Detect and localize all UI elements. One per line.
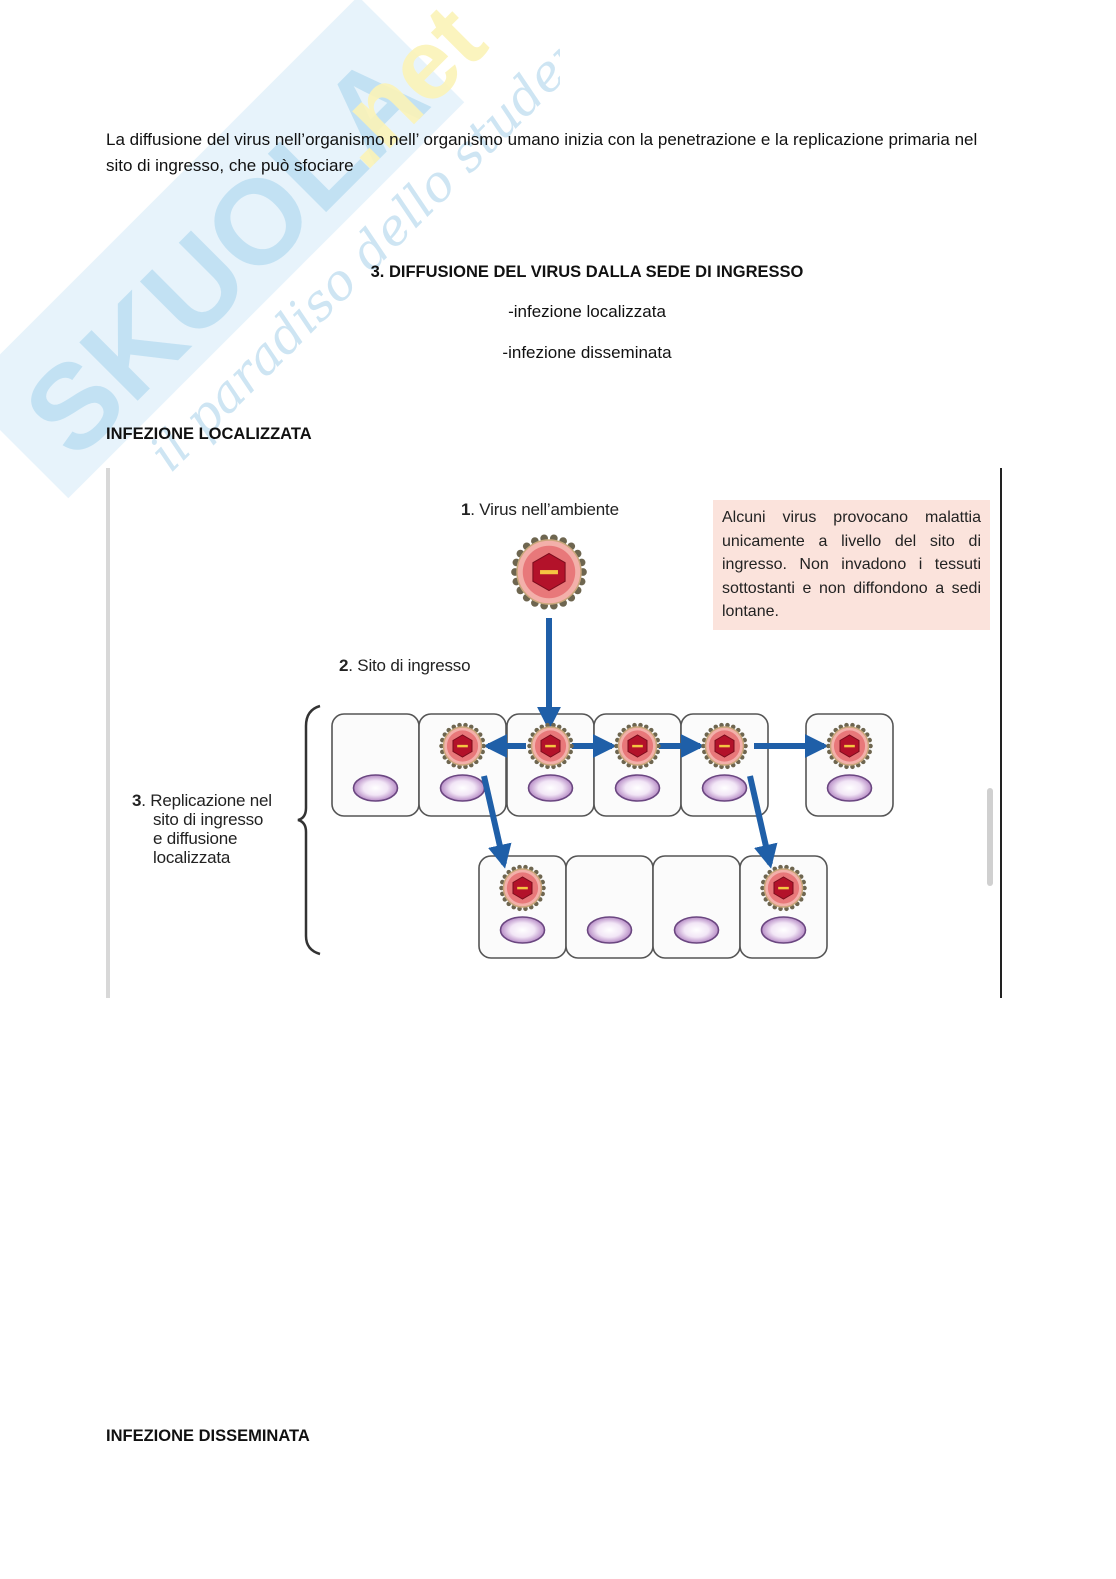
subheading-localized: INFEZIONE LOCALIZZATA (106, 425, 312, 443)
step3-line1: . Replicazione nel (141, 791, 272, 810)
nucleus (499, 916, 546, 944)
nucleus (673, 916, 720, 944)
list-item-localized: -infezione localizzata (508, 302, 666, 321)
intro-paragraph: La diffusione del virus nell’organismo n… (106, 130, 978, 175)
step3-line3: e diffusione (153, 829, 238, 848)
nucleus (701, 774, 748, 802)
step3-number: 3 (132, 791, 142, 810)
step2-number: 2 (339, 656, 349, 675)
nucleus (614, 774, 661, 802)
spread-arrow-down-1 (481, 775, 512, 869)
subheading-disseminated: INFEZIONE DISSEMINATA (106, 1427, 310, 1445)
virus-icon (439, 722, 486, 770)
watermark-band (0, 0, 465, 499)
nucleus (586, 916, 633, 944)
virus-icon (701, 722, 748, 770)
nucleus (826, 774, 873, 802)
figure-right-border (1000, 468, 1002, 998)
virus-icon (499, 864, 546, 912)
cell-bottom-3 (652, 855, 741, 959)
step1-label: 1. Virus nell’ambiente (461, 500, 619, 520)
step3-line2: sito di ingresso (153, 810, 264, 829)
nucleus (527, 774, 574, 802)
figure-scrollbar[interactable] (987, 788, 993, 886)
virus-icon (760, 864, 807, 912)
section-heading: 3. DIFFUSIONE DEL VIRUS DALLA SEDE DI IN… (370, 263, 804, 281)
environment-virus-icon (511, 534, 587, 610)
note-box: Alcuni virus provocano malattia unicamen… (713, 500, 990, 630)
step2-text: . Sito di ingresso (348, 656, 471, 675)
step1-number: 1 (461, 500, 471, 519)
virus-icon (826, 722, 873, 770)
virus-icon (527, 722, 574, 770)
step1-text: . Virus nell’ambiente (470, 500, 619, 519)
figure-diagram (297, 534, 894, 959)
brace (297, 704, 321, 956)
spread-arrow-down-2 (747, 775, 778, 869)
nucleus (352, 774, 399, 802)
figure-left-border (106, 468, 110, 998)
localized-infection-figure: 1. Virus nell’ambiente 2. Sito di ingres… (106, 468, 1002, 998)
list-item-disseminated: -infezione disseminata (502, 343, 672, 362)
cell-top-1 (331, 713, 420, 817)
nucleus (439, 774, 486, 802)
step2-label: 2. Sito di ingresso (339, 656, 471, 676)
nucleus (760, 916, 807, 944)
cell-bottom-2 (565, 855, 654, 959)
virus-icon (614, 722, 661, 770)
watermark-tagline: il paradiso dello studente (138, 0, 560, 482)
watermark-brand: SKUOLA (0, 28, 452, 481)
step3-line4: localizzata (153, 848, 231, 867)
